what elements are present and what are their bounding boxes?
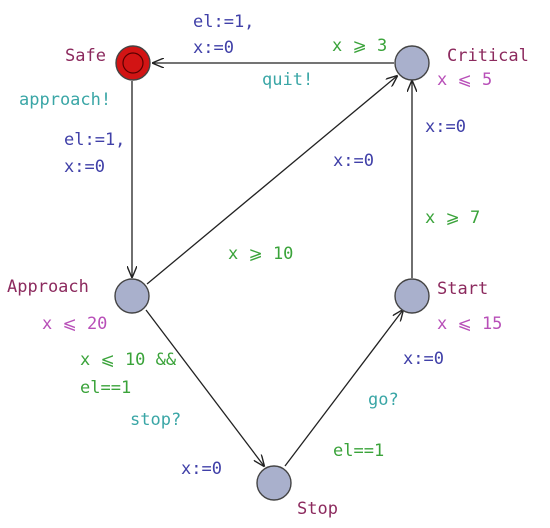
- invariant-start: x ⩽ 15: [437, 314, 503, 334]
- edge-approach-stop-sync: stop?: [130, 410, 182, 430]
- edge-approach-stop-assign: x:=0: [181, 459, 222, 479]
- edge-approach-critical-assign: x:=0: [333, 151, 374, 171]
- location-critical-node[interactable]: [394, 45, 430, 81]
- location-approach-node[interactable]: [114, 278, 150, 314]
- location-stop-node[interactable]: [256, 465, 292, 501]
- location-safe-name: Safe: [65, 46, 106, 66]
- edge-stop-start-assign: x:=0: [403, 349, 444, 369]
- edge-approach-stop-guard-x: x ⩽ 10 &&: [80, 350, 177, 370]
- edge-safe-approach-assign-x: x:=0: [64, 157, 105, 177]
- edge-approach-to-critical: [146, 76, 397, 285]
- location-approach-name: Approach: [7, 277, 89, 297]
- edge-start-critical-guard: x ⩾ 7: [425, 208, 481, 228]
- invariant-critical: x ⩽ 5: [437, 70, 493, 90]
- edge-start-critical-assign: x:=0: [425, 117, 466, 137]
- edge-critical-safe-assign-el: el:=1,: [193, 12, 255, 32]
- location-start-node[interactable]: [394, 278, 430, 314]
- edge-stop-to-start: [284, 310, 403, 467]
- edge-approach-stop-guard-el: el==1: [80, 378, 132, 398]
- edge-safe-approach-assign-el: el:=1,: [64, 130, 126, 150]
- location-start-name: Start: [437, 279, 489, 299]
- location-stop-name: Stop: [297, 499, 338, 519]
- edge-critical-safe-guard: x ⩾ 3: [332, 36, 388, 56]
- edge-approach-critical-guard: x ⩾ 10: [228, 244, 294, 264]
- edge-approach-to-stop: [145, 309, 264, 466]
- invariant-approach: x ⩽ 20: [42, 314, 108, 334]
- location-safe-node[interactable]: [115, 45, 151, 81]
- location-critical-name: Critical: [447, 46, 529, 66]
- edge-safe-approach-sync: approach!: [19, 90, 112, 110]
- edge-critical-safe-assign-x: x:=0: [193, 38, 234, 58]
- edge-stop-start-sync: go?: [368, 390, 399, 410]
- edge-critical-safe-sync: quit!: [262, 70, 314, 90]
- location-safe-initial-ring: [122, 52, 144, 74]
- edge-stop-start-guard: el==1: [333, 441, 385, 461]
